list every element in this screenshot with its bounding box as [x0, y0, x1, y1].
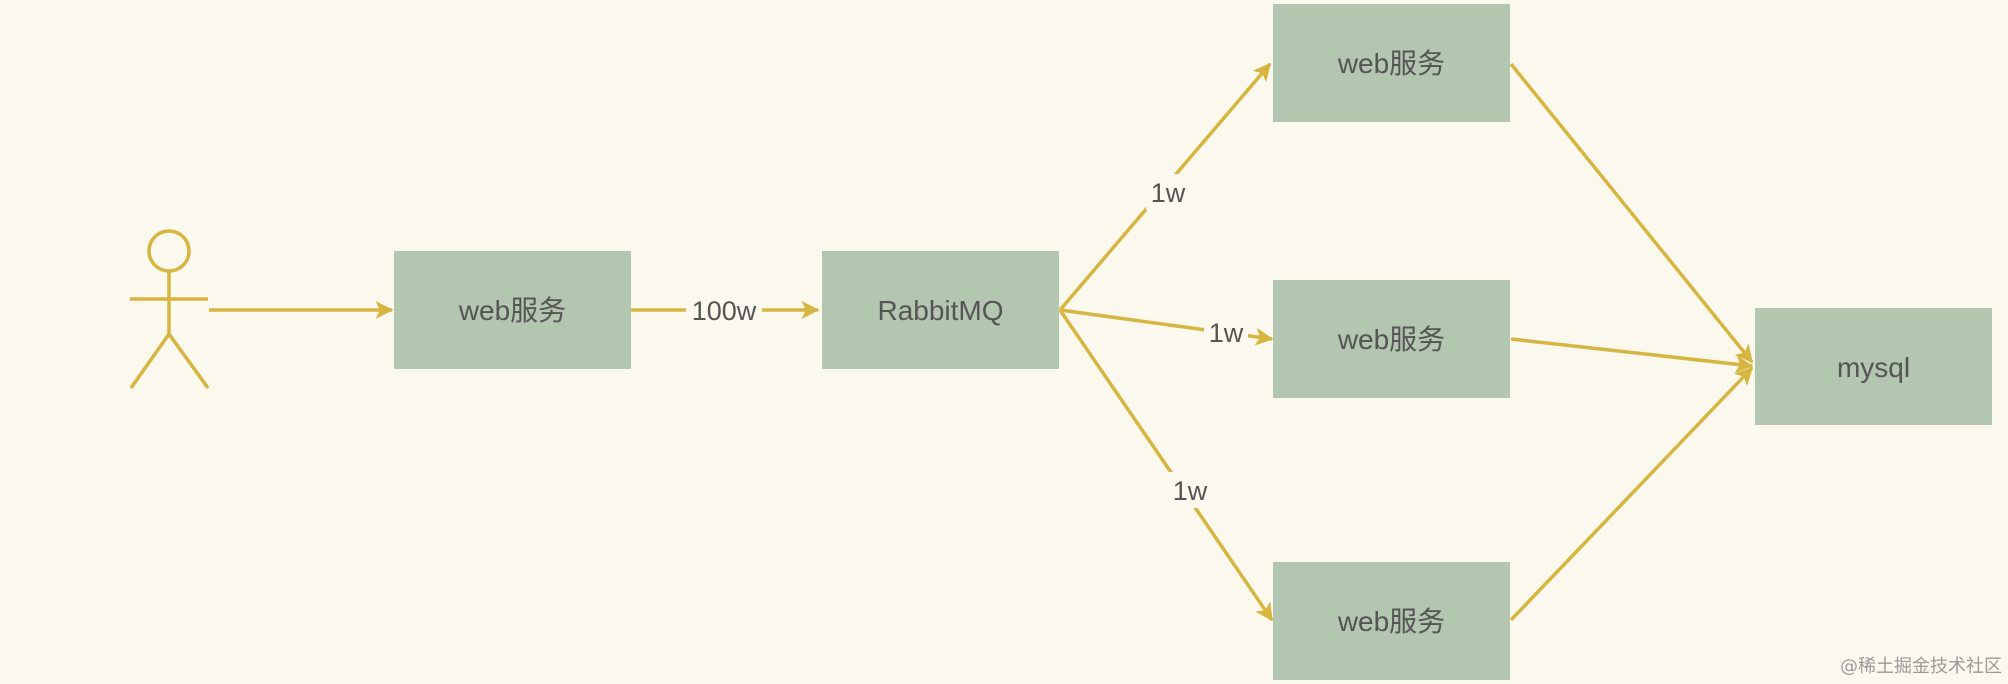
node-web-bottom-label: web服务 — [1337, 606, 1445, 637]
stick-figure-user-icon — [129, 229, 210, 390]
node-web-entry[interactable]: web服务 — [394, 251, 631, 369]
edge-web-bottom-to-mysql — [1509, 366, 1754, 622]
edge-label-mq-to-top: 1w — [1146, 174, 1190, 210]
node-web-top[interactable]: web服务 — [1273, 4, 1510, 122]
edge-rabbitmq-to-web-bottom — [1058, 309, 1274, 622]
edge-label-mq-to-bottom-text: 1w — [1173, 476, 1208, 506]
edge-label-entry-to-mq-text: 100w — [692, 296, 757, 326]
edge-label-mq-to-top-text: 1w — [1151, 178, 1186, 208]
node-mysql[interactable]: mysql — [1755, 308, 1992, 425]
node-web-top-label: web服务 — [1337, 48, 1445, 79]
edge-label-mq-to-bottom: 1w — [1168, 472, 1212, 508]
node-web-middle-label: web服务 — [1337, 324, 1445, 355]
node-web-middle[interactable]: web服务 — [1273, 280, 1510, 398]
edge-label-mq-to-middle-text: 1w — [1209, 318, 1244, 348]
node-rabbitmq[interactable]: RabbitMQ — [822, 251, 1059, 369]
edge-label-entry-to-mq: 100w — [686, 292, 762, 328]
edge-label-mq-to-middle: 1w — [1204, 314, 1248, 350]
edge-web-top-to-mysql — [1509, 62, 1754, 364]
watermark-text: @稀土掘金技术社区 — [1840, 656, 2002, 677]
edge-web-middle-to-mysql — [1510, 337, 1754, 374]
node-mysql-label: mysql — [1837, 352, 1910, 383]
node-web-entry-label: web服务 — [458, 295, 566, 326]
node-rabbitmq-label: RabbitMQ — [877, 295, 1003, 326]
node-web-bottom[interactable]: web服务 — [1273, 562, 1510, 680]
